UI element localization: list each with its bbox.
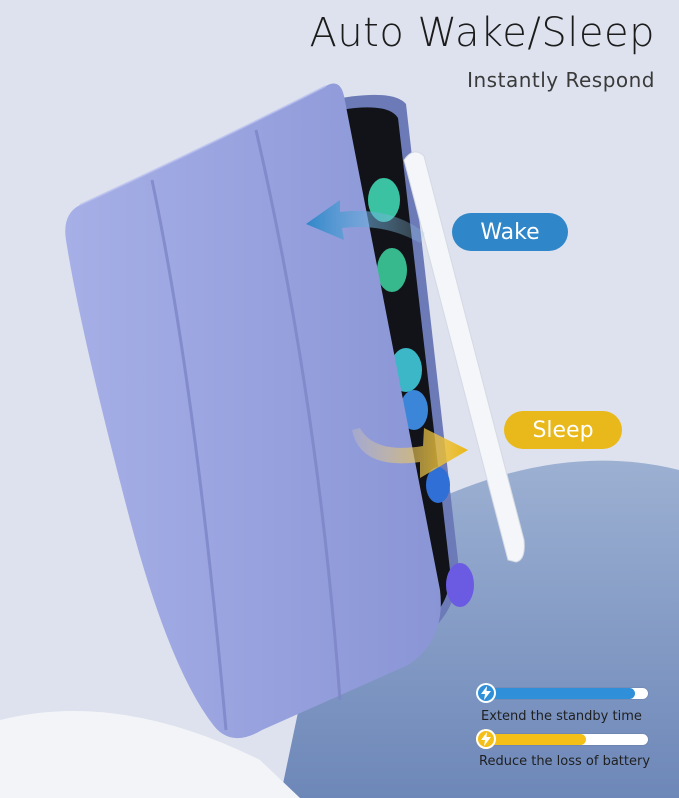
sleep-label: Sleep — [504, 411, 622, 449]
headline-subtitle: Instantly Respond — [467, 68, 655, 92]
smart-cover — [65, 83, 441, 739]
app-icon — [368, 178, 400, 222]
app-icon — [400, 390, 428, 430]
stylus-pencil — [403, 151, 525, 563]
battery-caption: Reduce the loss of battery — [479, 754, 651, 769]
wake-label: Wake — [452, 213, 568, 251]
app-icon — [377, 248, 407, 292]
sleep-label-text: Sleep — [532, 417, 594, 443]
background-floor — [0, 711, 300, 798]
standby-bar-track — [486, 688, 648, 699]
battery-bar — [476, 729, 649, 749]
app-icon — [446, 563, 474, 607]
standby-bar-fill — [486, 688, 636, 699]
wake-arrow — [306, 200, 425, 243]
app-icon — [426, 467, 450, 503]
battery-bar-track — [486, 734, 648, 745]
lightning-bolt-icon — [476, 729, 496, 749]
headline-title: Auto Wake/Sleep — [309, 10, 655, 56]
battery-bar-fill — [486, 734, 587, 745]
standby-bar — [476, 683, 649, 703]
standby-caption: Extend the standby time — [481, 709, 642, 724]
sleep-arrow — [352, 428, 468, 478]
wake-label-text: Wake — [480, 219, 540, 245]
lightning-bolt-icon — [476, 683, 496, 703]
